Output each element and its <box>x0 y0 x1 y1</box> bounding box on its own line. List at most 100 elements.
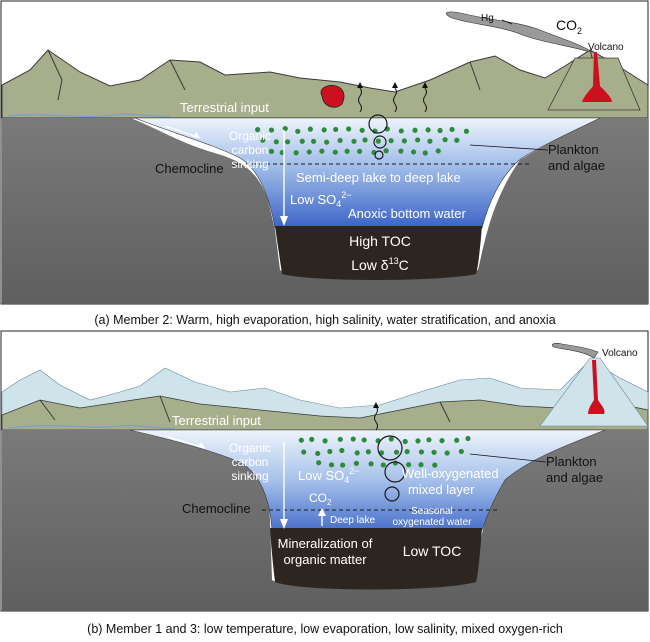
plankton-dot <box>340 462 345 467</box>
panel-b: Volcano Terrestrial input Organic carbon… <box>0 330 650 642</box>
deep-lake-label: Deep lake <box>330 515 375 526</box>
plankton-dot <box>366 449 371 454</box>
plankton-dot <box>437 128 442 133</box>
plankton-dot <box>445 450 450 455</box>
panel-b-diagram: Volcano Terrestrial input Organic carbon… <box>0 330 650 642</box>
organic-carbon-label-b-3: sinking <box>231 469 268 483</box>
plankton-dot <box>449 127 454 132</box>
plankton-dot <box>402 138 407 143</box>
plankton-dot <box>412 128 417 133</box>
plankton-dot <box>346 126 351 131</box>
plankton-dot <box>269 149 274 154</box>
plankton-dot <box>465 436 470 441</box>
plankton-dot <box>316 460 321 465</box>
plankton-dot <box>329 462 334 467</box>
plankton-label-2: and algae <box>548 158 605 173</box>
plankton-dot <box>319 149 324 154</box>
plankton-dot <box>322 438 327 443</box>
plankton-dot <box>362 137 367 142</box>
plankton-dot <box>308 127 313 132</box>
plankton-dot <box>300 139 305 144</box>
plankton-dot <box>388 138 393 143</box>
plankton-dot <box>322 127 327 132</box>
panel-a-diagram: Hg CO2 Volcano Terrestrial input Organic… <box>0 0 650 308</box>
plankton-dot <box>309 437 314 442</box>
plankton-dot <box>357 149 362 154</box>
anoxic-label: Anoxic bottom water <box>348 206 466 221</box>
mineral-label-1: Mineralization of <box>278 536 373 551</box>
plankton-dot <box>327 449 332 454</box>
plankton-dot <box>376 139 381 144</box>
plankton-dot <box>299 438 304 443</box>
hg-label: Hg <box>481 13 494 24</box>
plankton-label-b-1: Plankton <box>546 454 597 469</box>
plankton-label-1: Plankton <box>548 142 599 157</box>
chemocline-label-b: Chemocline <box>182 501 251 516</box>
mineral-label-2: organic matter <box>283 552 367 567</box>
plankton-dot <box>301 449 306 454</box>
plankton-dot <box>362 437 367 442</box>
plankton-dot <box>426 437 431 442</box>
terrestrial-input-label-b: Terrestrial input <box>172 413 261 428</box>
oxygenated-label-2: mixed layer <box>408 482 475 497</box>
plankton-dot <box>315 451 320 456</box>
plankton-label-b-2: and algae <box>546 470 603 485</box>
plankton-dot <box>399 128 404 133</box>
plankton-dot <box>307 149 312 154</box>
plankton-dot <box>338 437 343 442</box>
plankton-dot <box>415 137 420 142</box>
oxygenated-label-1: Well-oxygenated <box>402 466 499 481</box>
caption-b: (b) Member 1 and 3: low temperature, low… <box>0 622 650 636</box>
plankton-dot <box>345 149 350 154</box>
plankton-dot <box>384 148 389 153</box>
plankton-dot <box>285 139 290 144</box>
plankton-dot <box>333 150 338 155</box>
plankton-dot <box>442 137 447 142</box>
terrestrial-input-label: Terrestrial input <box>180 100 269 115</box>
plankton-dot <box>459 449 464 454</box>
plankton-dot <box>419 449 424 454</box>
organic-carbon-label-b-1: Organic <box>229 441 271 455</box>
plankton-dot <box>454 438 459 443</box>
plankton-dot <box>360 128 365 133</box>
plankton-dot <box>355 450 360 455</box>
seasonal-label-1: Seasonal <box>411 506 453 517</box>
plankton-dot <box>389 436 394 441</box>
organic-carbon-label-1: Organic <box>229 129 271 143</box>
plankton-dot <box>439 438 444 443</box>
plankton-dot <box>394 450 399 455</box>
plankton-dot <box>426 127 431 132</box>
caption-a: (a) Member 2: Warm, high evaporation, hi… <box>0 313 650 327</box>
plankton-dot <box>431 450 436 455</box>
plankton-dot <box>339 448 344 453</box>
seasonal-label-2: oxygenated water <box>393 517 473 528</box>
plankton-dot <box>338 138 343 143</box>
plankton-dot <box>351 436 356 441</box>
high-toc-label: High TOC <box>349 233 411 249</box>
plankton-dot <box>351 139 356 144</box>
plankton-dot <box>295 129 300 134</box>
panel-a: Hg CO2 Volcano Terrestrial input Organic… <box>0 0 650 308</box>
lake-type-label: Semi-deep lake to deep lake <box>296 170 461 185</box>
plankton-dot <box>368 461 373 466</box>
organic-carbon-label-2: carbon <box>232 143 269 157</box>
plankton-dot <box>436 148 441 153</box>
plankton-dot <box>393 460 398 465</box>
plankton-dot <box>464 129 469 134</box>
volcano-label-b: Volcano <box>602 348 638 359</box>
plankton-dot <box>403 439 408 444</box>
plankton-dot <box>411 149 416 154</box>
plankton-dot <box>405 449 410 454</box>
organic-carbon-label-3: sinking <box>231 157 268 171</box>
plankton-dot <box>415 438 420 443</box>
plankton-dot <box>398 148 403 153</box>
plankton-dot <box>324 140 329 145</box>
low-toc-label: Low TOC <box>403 543 462 559</box>
plankton-dot <box>274 139 279 144</box>
plankton-dot <box>423 150 428 155</box>
volcano-label: Volcano <box>588 42 624 53</box>
plankton-dot <box>333 127 338 132</box>
plankton-dot <box>311 139 316 144</box>
plankton-dot <box>294 150 299 155</box>
plankton-dot <box>427 139 432 144</box>
